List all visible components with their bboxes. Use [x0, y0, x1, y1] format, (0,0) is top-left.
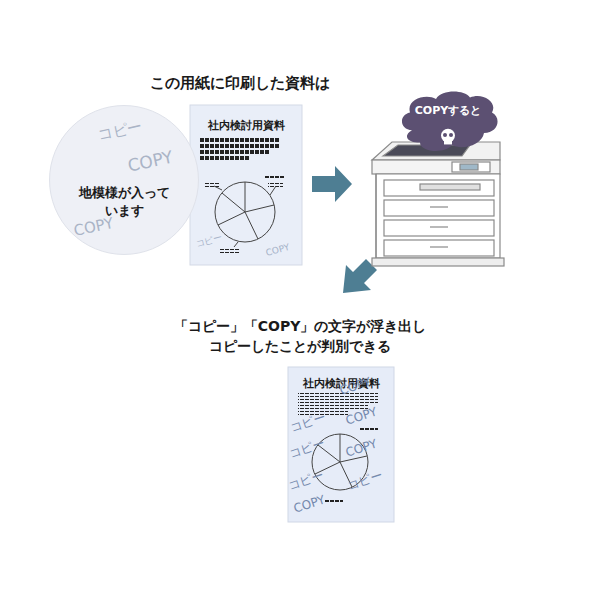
caption-text: 「コピー」「COPY」の文字が浮き出し コピーしたことが判別できる — [172, 316, 428, 357]
speech-cloud-outline — [398, 88, 498, 156]
node-text: 地模様が入って います — [72, 184, 176, 219]
copier — [372, 142, 504, 266]
flow-arrow — [312, 166, 352, 202]
document-sheet — [190, 105, 302, 265]
speech-cloud: COPYすると — [398, 88, 498, 156]
pie-chart — [214, 182, 276, 247]
heading: この用紙に印刷した資料は — [150, 74, 330, 93]
document-sheet — [288, 367, 394, 522]
node-text: COPYすると — [398, 104, 498, 119]
node-text: 社内検討用資料 — [190, 119, 302, 134]
